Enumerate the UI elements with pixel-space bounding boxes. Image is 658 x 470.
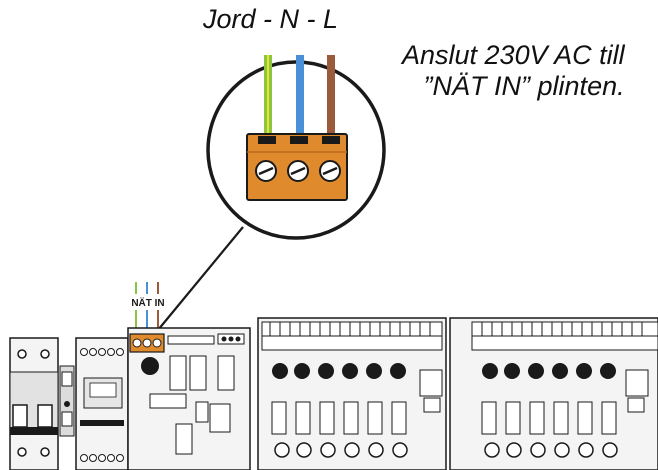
terminal-label: NÄT IN — [131, 296, 164, 309]
instruction-caption: Anslut 230V AC till ”NÄT IN” plinten. — [402, 40, 625, 102]
rotary-switch-icon — [274, 442, 408, 458]
terminal-screw-icon — [255, 160, 277, 182]
expansion-module-1 — [257, 317, 447, 470]
fuse-icon — [141, 357, 159, 375]
callout-leader-line — [157, 226, 244, 331]
expansion-module-2 — [449, 317, 658, 470]
fuse-icon — [528, 363, 544, 379]
fuse-icon — [552, 363, 568, 379]
zoom-terminal-block — [246, 133, 348, 201]
fuse-icon — [504, 363, 520, 379]
fuse-icon — [482, 363, 498, 379]
fuse-icon — [390, 363, 406, 379]
fuse-icon — [342, 363, 358, 379]
breaker-toggle-icon — [10, 404, 58, 435]
fuse-icon — [294, 363, 310, 379]
circuit-breaker — [9, 337, 75, 470]
controller-board — [127, 327, 251, 470]
fuse-icon — [600, 363, 616, 379]
meter-module — [75, 337, 129, 470]
fuse-icon — [576, 363, 592, 379]
fuse-icon — [366, 363, 382, 379]
terminal-screw-icon — [287, 160, 309, 182]
zoom-wires — [264, 55, 335, 137]
neutral-wire — [296, 55, 304, 137]
instruction-line-1: Anslut 230V AC till — [402, 40, 625, 70]
zoom-callout — [157, 55, 386, 331]
live-wire — [327, 55, 335, 137]
fuse-icon — [272, 363, 288, 379]
wire-order-caption: Jord - N - L — [203, 4, 339, 34]
instruction-line-2: ”NÄT IN” plinten. — [423, 71, 625, 102]
rotary-switch-icon — [484, 442, 618, 458]
fuse-icon — [318, 363, 334, 379]
terminal-screw-icon — [319, 160, 341, 182]
